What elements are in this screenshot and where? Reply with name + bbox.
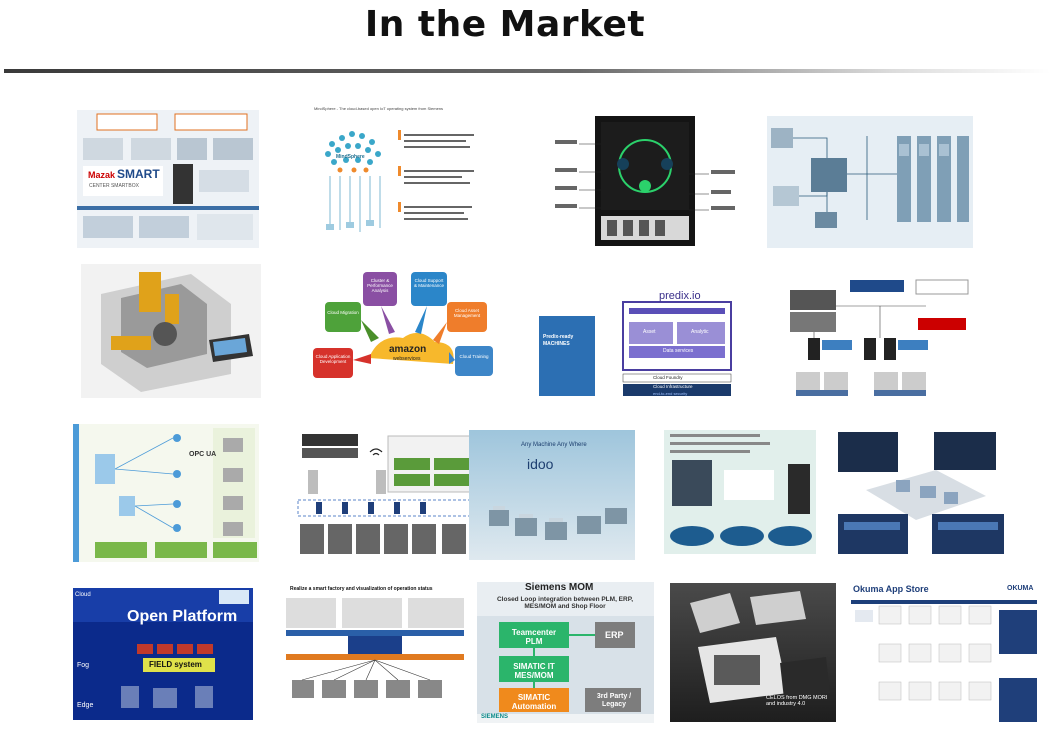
siemens-mom-third-party: 3rd Party / Legacy	[596, 693, 632, 708]
predix-art	[539, 301, 732, 396]
siemens-mom-art	[477, 582, 654, 723]
siemens-mom-diagram[interactable]: Siemens MOM Closed Loop integration betw…	[477, 582, 654, 723]
predix-left-1: Predix-ready	[543, 334, 574, 340]
plc-network-art	[767, 116, 973, 248]
opc-ua-brand: OPC UA	[189, 451, 217, 458]
okuma-art	[851, 600, 1037, 722]
amazon-bubble-4: Cloud Training	[459, 354, 489, 359]
predix-security: end-to-end security	[653, 391, 688, 396]
open-platform-title: Open Platform	[127, 608, 238, 625]
predix-logo: predix.io	[659, 290, 701, 302]
plc-network-diagram[interactable]	[767, 116, 973, 248]
idoo-tagline: Any Machine Any Where	[521, 442, 587, 448]
machine-tool-art	[81, 264, 261, 398]
smart-factory-visualization[interactable]: Realize a smart factory and visualizatio…	[282, 584, 468, 722]
siemens-mom-mes: SIMATIC IT MES/MOM	[513, 662, 555, 680]
opc-ua-diagram[interactable]: OPC UA	[73, 424, 259, 562]
siemens-mom-plm: Teamcenter PLM	[511, 628, 557, 646]
predix-asset: Asset	[643, 329, 656, 335]
predix-analytic: Analytic	[691, 329, 709, 335]
mindsphere-diagram[interactable]: MindSphere - The cloud-based open IoT op…	[310, 104, 486, 242]
smart-factory-art	[838, 432, 1004, 554]
okuma-app-store-title: Okuma App Store	[853, 584, 929, 594]
siemens-mom-automation: SIMATIC Automation	[511, 693, 557, 711]
open-platform-field: FIELD system	[149, 660, 202, 669]
server-network-diagram[interactable]	[786, 276, 972, 398]
amazon-bubble-1: Cluster & Performance Analysis	[367, 278, 393, 293]
amazon-bubble-5: Cloud Application Development	[315, 354, 351, 364]
iot-adapter-diagram[interactable]	[294, 430, 478, 562]
siemens-footer-logo: SIEMENS	[481, 714, 509, 720]
iot-adapter-art	[297, 434, 477, 554]
predix-left-2: MACHINES	[543, 341, 570, 347]
smart-factory-3d[interactable]	[836, 430, 1006, 556]
okuma-app-store-screen[interactable]: Okuma App Store OKUMA	[849, 582, 1039, 723]
mindsphere-center: MindSphere	[336, 154, 365, 160]
predix-foundry: Cloud Foundry	[653, 375, 683, 380]
opc-ua-art	[73, 424, 259, 562]
idoo-logo: idoo	[527, 456, 554, 472]
mazak-brand-smart: SMART	[117, 167, 160, 181]
open-platform-cloud: Cloud	[75, 592, 91, 598]
siemens-mom-erp: ERP	[605, 630, 624, 640]
siemens-mom-sub: Closed Loop integration between PLM, ERP…	[496, 596, 634, 610]
amazon-bubble-2: Cloud Support & Maintenance	[413, 278, 445, 288]
amazon-webservices-diagram[interactable]: Cluster & Performance Analysis Cloud Sup…	[309, 268, 497, 386]
okuma-brand: OKUMA	[1007, 585, 1034, 592]
amazon-bubble-6: Cloud Migration	[327, 310, 359, 315]
amazon-center-sub: webservices	[393, 356, 421, 362]
mindsphere-art	[325, 130, 474, 232]
smart-factory-title: Realize a smart factory and visualizatio…	[290, 586, 433, 592]
idoo-control-banner[interactable]: Any Machine Any Where idoo	[469, 430, 635, 560]
amazon-bubble-3: Cloud Asset Management	[453, 308, 481, 318]
server-network-art	[790, 279, 969, 396]
page-title: In the Market	[364, 4, 646, 45]
mindsphere-title: MindSphere - The cloud-based open IoT op…	[314, 106, 444, 111]
mazak-smartbox-diagram[interactable]: Mazak SMART CENTER SMARTBOX	[77, 110, 259, 248]
idoo-art	[469, 430, 635, 560]
mazak-sub: CENTER SMARTBOX	[89, 183, 139, 189]
predix-diagram[interactable]: predix.io Predix-ready MACHINES Asset An…	[537, 276, 733, 398]
smart-factory-vis-art	[286, 598, 464, 698]
open-platform-diagram[interactable]: Open Platform Cloud Fog Edge FIELD syste…	[73, 588, 253, 720]
diagnostics-diagram[interactable]	[664, 430, 816, 554]
amazon-art	[313, 272, 493, 378]
diagnostics-art	[664, 430, 816, 554]
siemens-mom-title: Siemens MOM	[525, 582, 594, 593]
dmg-mori-caption: CELOS from DMG MORI and industry 4.0	[766, 695, 828, 707]
touch-panel-photo[interactable]	[551, 116, 739, 246]
dmg-mori-art	[670, 583, 836, 722]
amazon-center: amazon	[389, 344, 427, 355]
dmg-mori-photo[interactable]: CELOS from DMG MORI and industry 4.0	[670, 583, 836, 722]
open-platform-fog: Fog	[77, 662, 90, 669]
mazak-brand: Mazak	[88, 170, 116, 180]
open-platform-art	[73, 588, 253, 720]
predix-infra: Cloud Infrastructure	[653, 384, 693, 389]
open-platform-edge: Edge	[77, 702, 94, 709]
title-divider	[4, 69, 1050, 73]
mazak-diagram-art	[77, 110, 259, 248]
machine-tool-photo[interactable]	[81, 264, 261, 398]
predix-data: Data services	[663, 348, 694, 354]
touch-panel-art	[555, 116, 735, 246]
